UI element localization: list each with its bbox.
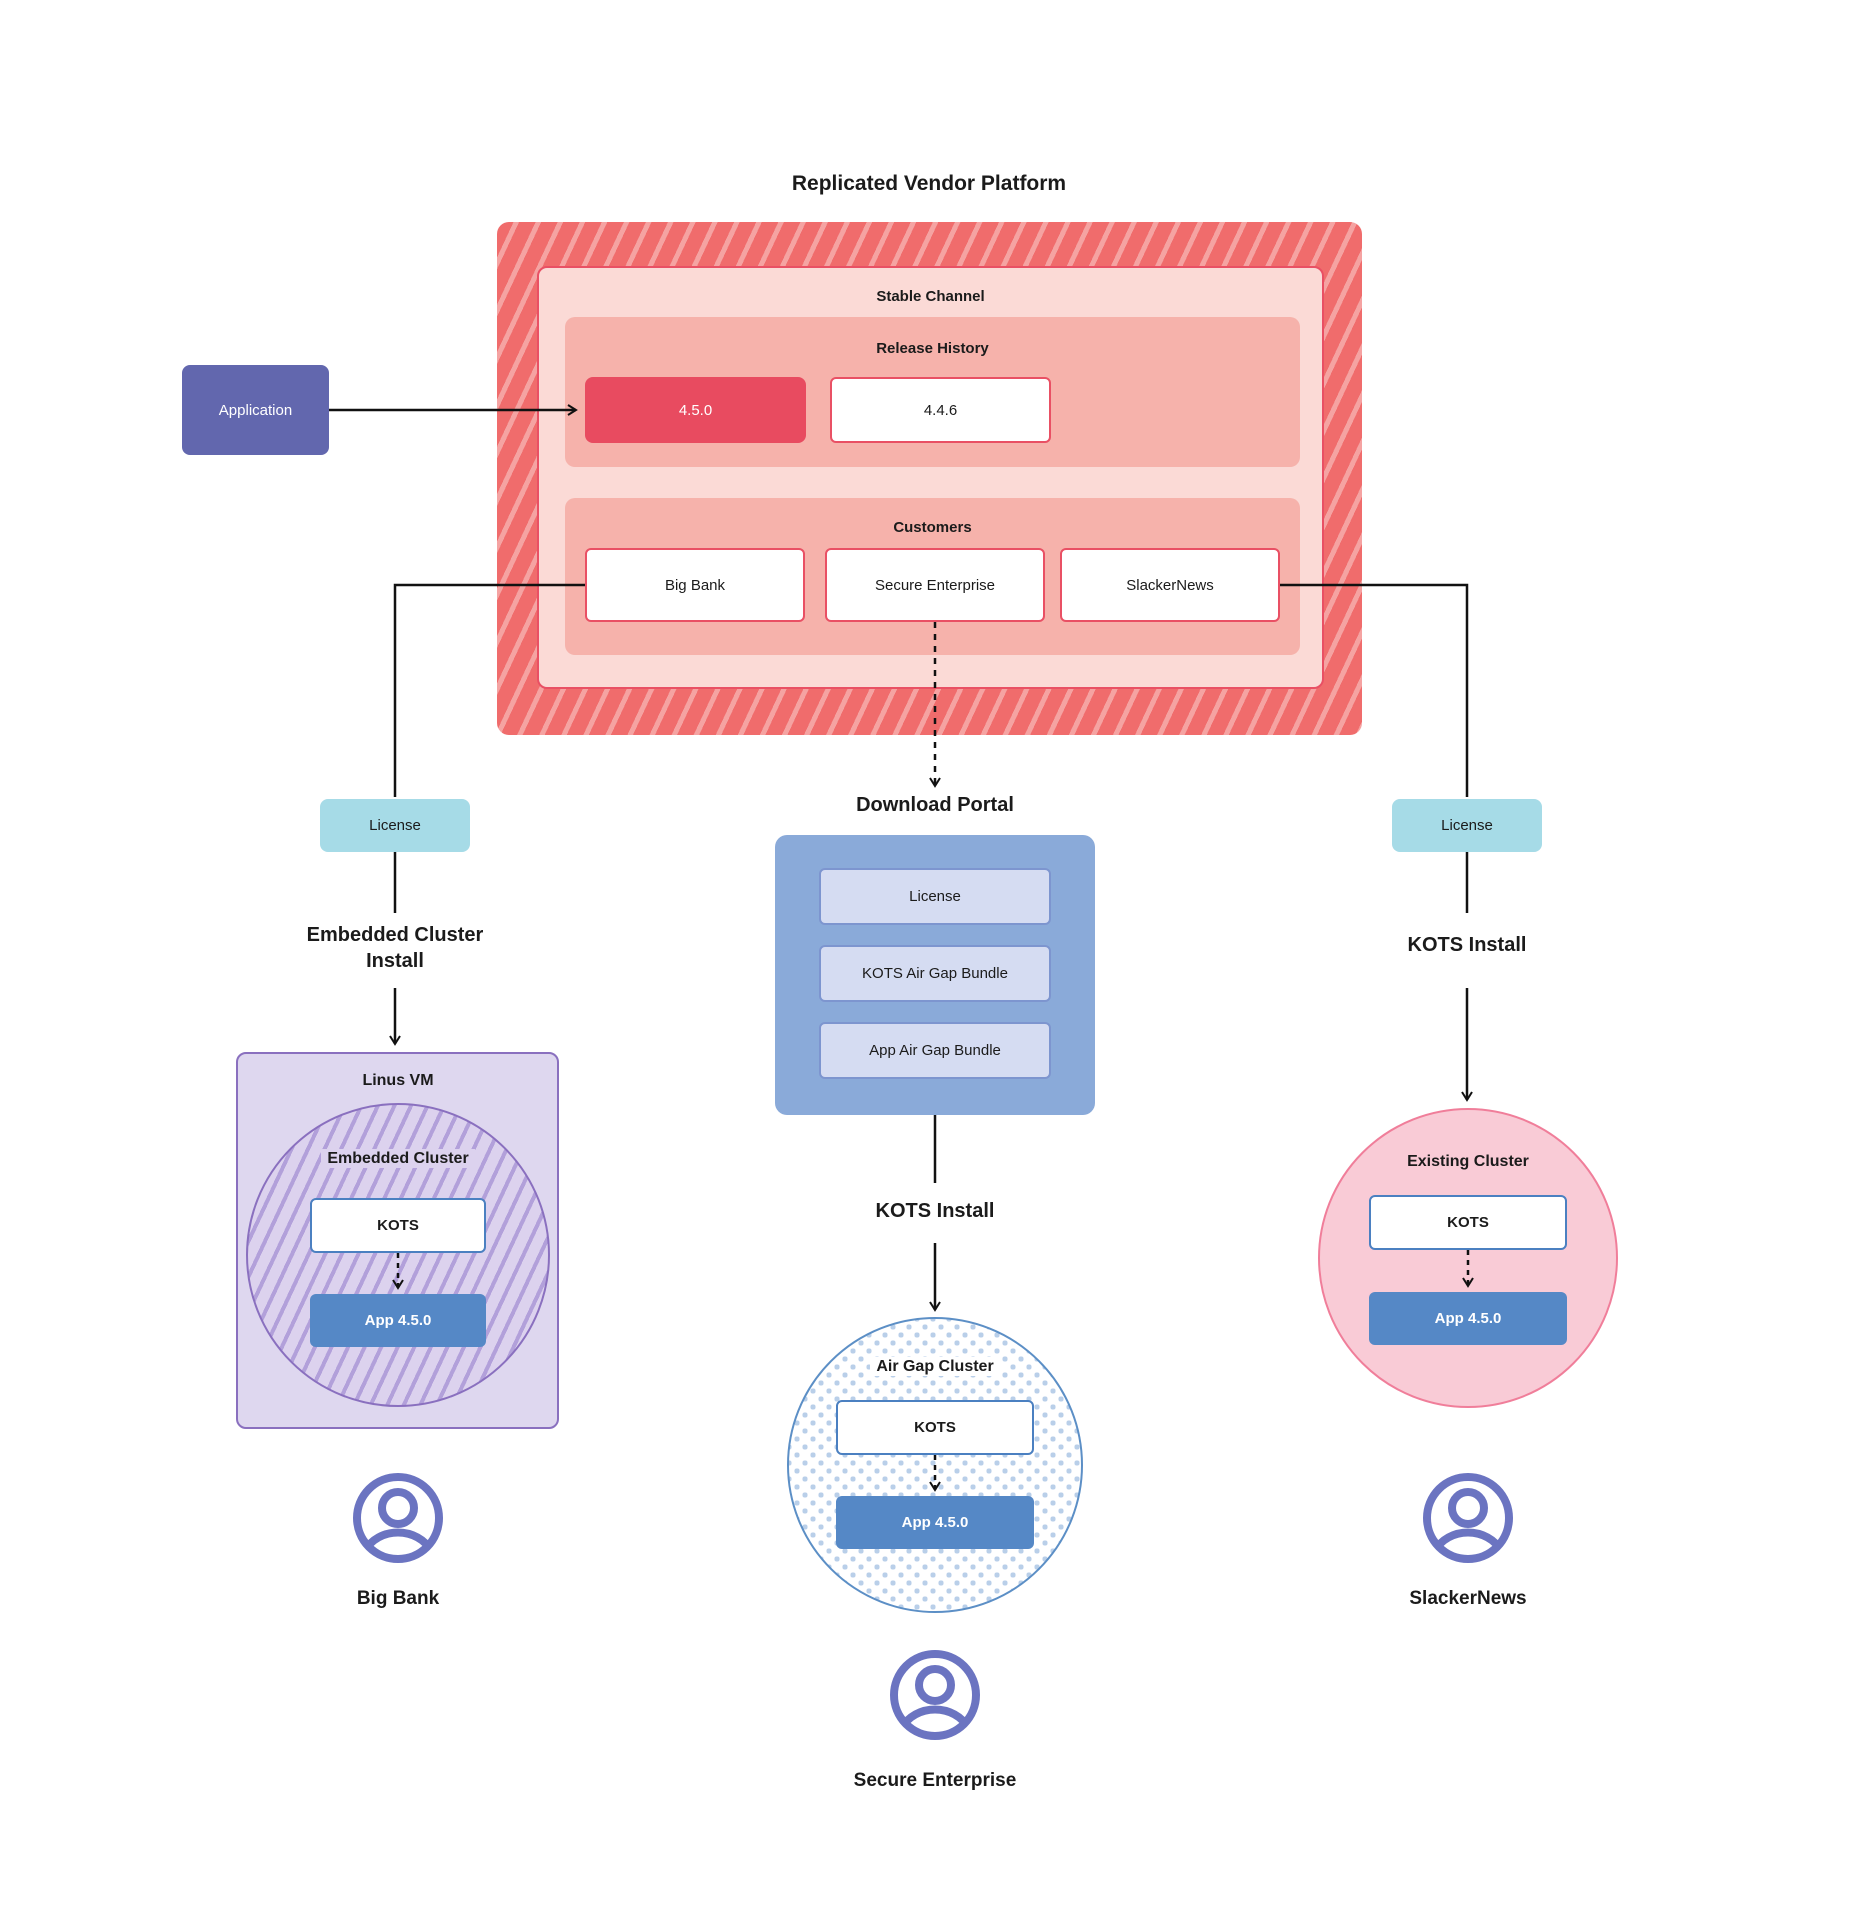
customers-label: Customers <box>893 519 972 536</box>
air-gap-cluster-label: Air Gap Cluster <box>825 1357 1045 1376</box>
kots-install-label-middle: KOTS Install <box>875 1200 995 1222</box>
kots-box-right: KOTS <box>1369 1195 1567 1250</box>
release-history-label: Release History <box>876 340 989 357</box>
user-icon-slackernews <box>1423 1473 1513 1563</box>
user-icon-secure-enterprise <box>890 1650 980 1740</box>
release-version-current: 4.5.0 <box>585 377 806 443</box>
kots-box-middle: KOTS <box>836 1400 1034 1455</box>
user-label-secure-enterprise: Secure Enterprise <box>853 1770 1017 1791</box>
app-box-left: App 4.5.0 <box>310 1294 486 1347</box>
customer-secure-enterprise: Secure Enterprise <box>825 548 1045 622</box>
app-box-right: App 4.5.0 <box>1369 1292 1567 1345</box>
download-portal-label: Download Portal <box>856 794 1014 816</box>
user-label-slackernews: SlackerNews <box>1409 1588 1527 1609</box>
linus-vm-label: Linus VM <box>362 1072 434 1089</box>
license-box-right: License <box>1392 799 1542 852</box>
kots-install-label-right: KOTS Install <box>1407 934 1527 956</box>
kots-box-left: KOTS <box>310 1198 486 1253</box>
page-title: Replicated Vendor Platform <box>791 172 1067 195</box>
stable-channel-label: Stable Channel <box>876 288 985 305</box>
embedded-cluster-install-label: Embedded Cluster Install <box>306 924 484 972</box>
app-box-middle: App 4.5.0 <box>836 1496 1034 1549</box>
user-icon-big-bank <box>353 1473 443 1563</box>
customer-big-bank: Big Bank <box>585 548 805 622</box>
portal-item-app-airgap-bundle: App Air Gap Bundle <box>819 1022 1051 1079</box>
existing-cluster-label: Existing Cluster <box>1407 1153 1529 1170</box>
user-label-big-bank: Big Bank <box>356 1588 440 1609</box>
customer-slackernews: SlackerNews <box>1060 548 1280 622</box>
application-box: Application <box>182 365 329 455</box>
portal-item-license: License <box>819 868 1051 925</box>
portal-item-kots-airgap-bundle: KOTS Air Gap Bundle <box>819 945 1051 1002</box>
license-box-left: License <box>320 799 470 852</box>
embedded-cluster-label: Embedded Cluster <box>288 1149 508 1168</box>
release-version-previous: 4.4.6 <box>830 377 1051 443</box>
